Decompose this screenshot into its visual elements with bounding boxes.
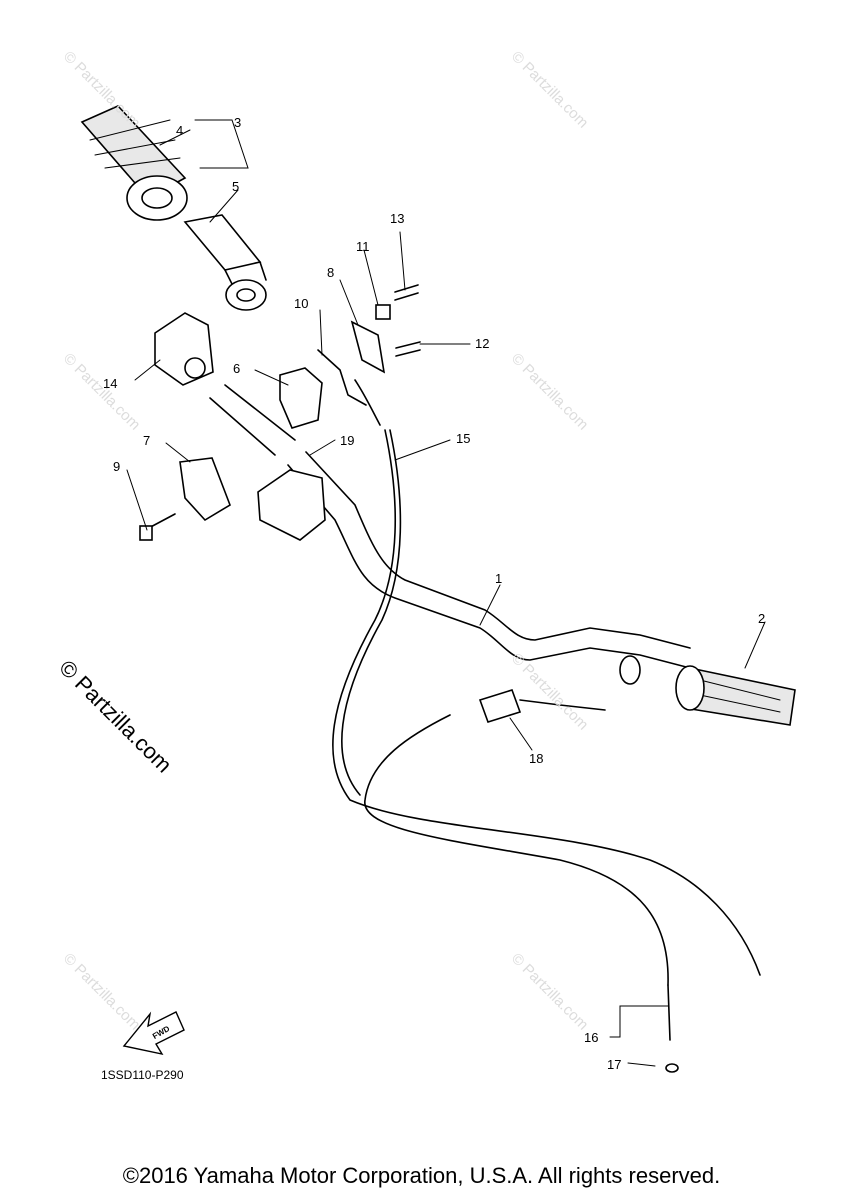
left-grip <box>80 105 188 221</box>
part-label-12: 12 <box>475 336 490 351</box>
part-label-6: 6 <box>233 361 241 376</box>
part-label-1: 1 <box>495 571 503 586</box>
throttle-tube <box>183 214 267 311</box>
part-label-14: 14 <box>103 376 118 391</box>
part-label-7: 7 <box>143 433 151 448</box>
part-label-19: 19 <box>340 433 355 448</box>
handlebar <box>287 451 691 669</box>
part-label-5: 5 <box>232 179 240 194</box>
part-label-9: 9 <box>113 459 121 474</box>
part-label-13: 13 <box>390 211 405 226</box>
part-label-4: 4 <box>176 123 184 138</box>
part-label-8: 8 <box>327 265 335 280</box>
part-label-16: 16 <box>584 1030 599 1045</box>
diagram-code: 1SSD110-P290 <box>101 1068 184 1082</box>
throttle-housing <box>139 312 323 541</box>
part-label-3: 3 <box>234 115 242 130</box>
right-clamp <box>209 384 326 541</box>
part-label-11: 11 <box>356 239 370 254</box>
throttle-cable <box>332 429 761 976</box>
part-label-17: 17 <box>607 1057 622 1072</box>
clutch-cable <box>364 714 679 1073</box>
part-label-18: 18 <box>529 751 544 766</box>
fwd-arrow-icon <box>122 1011 185 1056</box>
part-label-15: 15 <box>456 431 471 446</box>
leader-lines <box>126 119 766 1067</box>
part-label-2: 2 <box>758 611 766 626</box>
copyright-notice: ©2016 Yamaha Motor Corporation, U.S.A. A… <box>122 1163 721 1188</box>
cable-adjuster <box>478 689 606 723</box>
part-label-10: 10 <box>294 296 309 311</box>
right-grip <box>619 655 796 726</box>
small-hardware <box>317 284 421 426</box>
